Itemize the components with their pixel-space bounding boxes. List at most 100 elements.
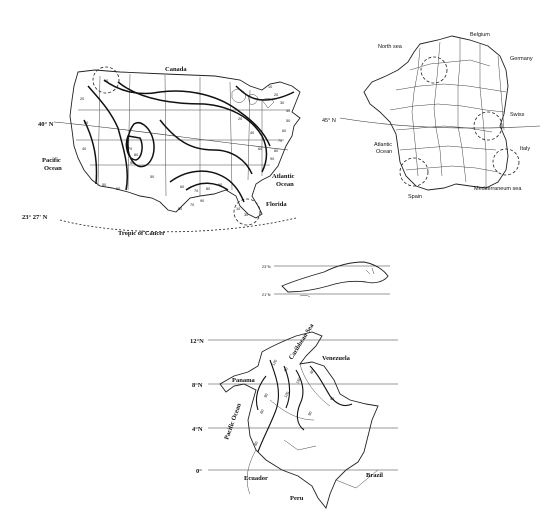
iso-label: 20 [238, 117, 242, 121]
usa-isoline [159, 119, 253, 175]
iso-label: 120 [271, 359, 278, 366]
iso-label: 10 [104, 79, 108, 83]
iso-label: 60 [258, 147, 262, 151]
colombia-isoline [283, 365, 291, 409]
highlight-circle [492, 148, 520, 176]
label-pacific: Pacific [42, 157, 61, 164]
highlight-circle [399, 157, 429, 187]
iso-label: 30 [280, 101, 284, 105]
iso-label: 150 [295, 377, 302, 384]
usa-isoline [126, 122, 155, 168]
label-brazil: Brazil [366, 472, 383, 479]
iso-label: 10 [268, 85, 272, 89]
label-lat-8n: 8°N [192, 382, 203, 389]
colombia-isoline [255, 375, 267, 411]
iso-label: 80 [274, 149, 278, 153]
usa-isoline [185, 182, 229, 191]
label-florida: Florida [266, 201, 287, 208]
label-peru: Peru [290, 495, 304, 502]
usa-isoline [83, 119, 98, 185]
label-lat-12n: 12°N [190, 338, 204, 345]
tropic-of-cancer-line [59, 217, 297, 233]
usa-isoline [125, 135, 143, 161]
label-atlantic: Atlantic [374, 142, 392, 148]
iso-label: 90 [307, 411, 313, 417]
label-venezuela: Venezuela [322, 355, 351, 362]
usa-isoline [169, 170, 245, 203]
iso-label: 60 [282, 129, 286, 133]
iso-label: 60 [309, 369, 315, 375]
highlight-circle [473, 111, 503, 141]
label-spain: Spain [408, 194, 422, 200]
iso-label: 30 [244, 213, 248, 217]
label-cuba-lat-top: 23°N [262, 265, 271, 269]
label-cuba-lat-bottom: 21°N [262, 293, 271, 297]
label-lat-40: 40° N [38, 121, 54, 128]
label-ecuador: Ecuador [244, 475, 268, 482]
iso-label: 30 [84, 121, 88, 125]
label-swiss: Swiss [510, 112, 525, 118]
usa-isoline [235, 85, 295, 101]
iso-label: 120 [283, 391, 290, 398]
iso-label: 40 [330, 397, 334, 401]
label-north-sea: North sea [378, 44, 403, 50]
label-germany: Germany [510, 56, 533, 62]
iso-label: 60 [180, 185, 184, 189]
iso-label: 50 [286, 119, 290, 123]
iso-label: 50 [150, 175, 154, 179]
label-canada: Canada [165, 66, 187, 73]
france-map: North sea Belgium Germany Swiss Italy At… [322, 32, 541, 200]
label-mediterranean: Mediterraneum sea [474, 186, 522, 192]
iso-label: 10 [236, 207, 240, 211]
colombia-borders [246, 363, 379, 495]
label-panama: Panama [232, 377, 256, 384]
iso-label: 40 [250, 131, 254, 135]
usa-lat-40 [53, 121, 289, 151]
iso-label: 90 [283, 367, 289, 373]
label-atlantic-ocean: Ocean [276, 181, 294, 188]
label-lat-45: 45° N [322, 118, 336, 124]
label-atlantic-ocean: Ocean [376, 149, 392, 155]
label-tropic: Tropic of Cancer [118, 230, 165, 237]
label-atlantic: Atlantic [272, 173, 295, 180]
france-lat-45 [339, 117, 541, 129]
iso-label: 20 [274, 93, 278, 97]
colombia-map: 12°N 8°N 4°N 0° Caribbean Sea Venezuela … [190, 322, 398, 509]
label-caribbean: Caribbean Sea [288, 322, 316, 361]
iso-label: 40 [286, 109, 290, 113]
cuba-outline [281, 261, 389, 293]
highlight-circle [233, 198, 261, 226]
usa-isoline [103, 79, 271, 147]
colombia-isoline [309, 365, 353, 407]
iso-label: 90 [218, 183, 222, 187]
cuba-island-detail [299, 267, 375, 298]
france-outline [363, 35, 509, 191]
iso-label: 90 [200, 199, 204, 203]
label-lat-4n: 4°N [192, 426, 203, 433]
iso-label: 80 [134, 153, 138, 157]
colombia-outline [219, 331, 379, 509]
label-lat-0: 0° [196, 468, 202, 475]
label-lat-23: 23° 27' N [22, 214, 48, 221]
iso-label: 50 [178, 207, 182, 211]
iso-label: 70 [194, 189, 198, 193]
iso-label: 90 [130, 161, 134, 165]
label-ocean: Ocean [44, 165, 62, 172]
iso-label: 20 [80, 97, 84, 101]
label-italy: Italy [520, 146, 530, 152]
france-regions [389, 38, 507, 186]
highlight-circle [420, 56, 448, 84]
colombia-isoline [257, 359, 279, 453]
iso-label: 60 [259, 409, 265, 415]
colombia-isoline-values: 120 90 60 150 90 120 60 90 40 60 [253, 359, 334, 446]
usa-isoline [117, 81, 268, 173]
colombia-isoline [295, 369, 305, 431]
iso-label: 70 [128, 147, 132, 151]
usa-map: Canada Pacific Ocean Atlantic Ocean Flor… [22, 66, 301, 237]
highlight-circle [92, 66, 120, 94]
cuba-map: 23°N 21°N [262, 261, 390, 298]
iso-label: 50 [102, 183, 106, 187]
usa-internal-lines [76, 73, 290, 197]
label-belgium: Belgium [470, 32, 490, 38]
